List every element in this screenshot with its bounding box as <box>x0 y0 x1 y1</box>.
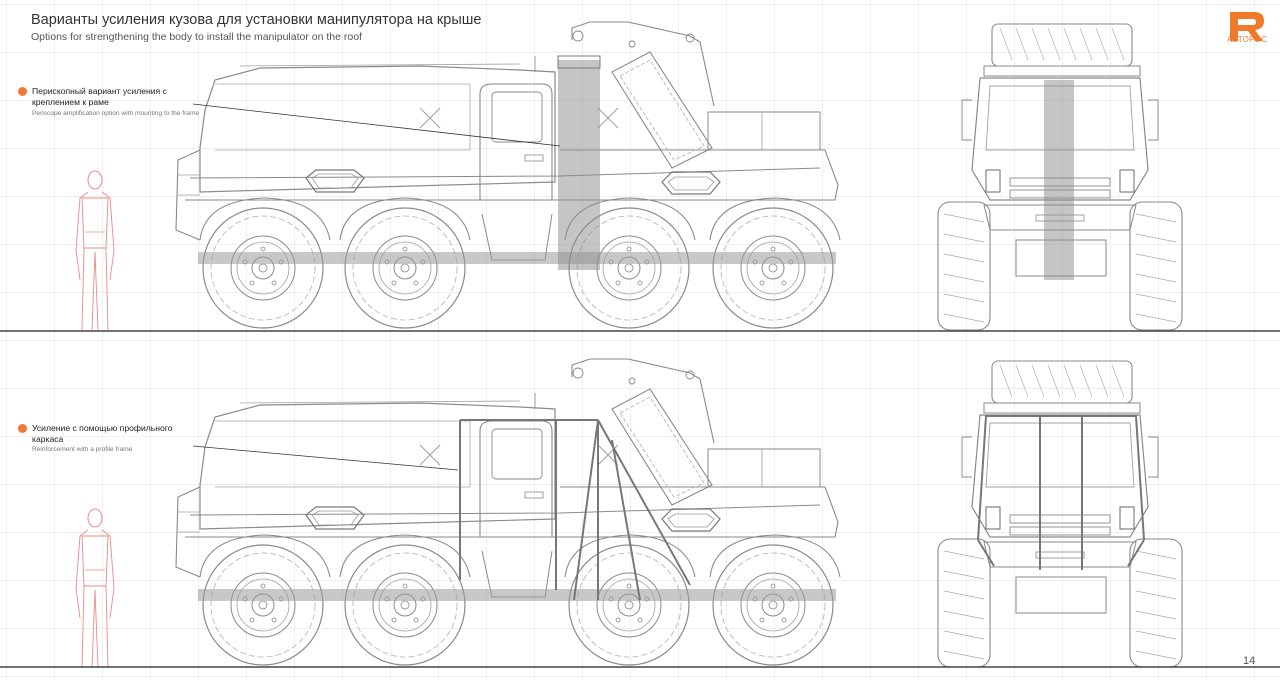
callout-label-en: Reinforcement with a profile frame <box>32 446 133 453</box>
bullet-dot <box>18 424 27 433</box>
leader-line <box>192 445 459 471</box>
side-view-periscope <box>176 22 840 328</box>
side-view-profile-frame <box>176 359 840 665</box>
callout-label-ru: Перископный вариант усиления с крепление… <box>32 86 167 107</box>
front-view-profile-frame <box>937 360 1183 668</box>
callout-label-ru: Усиление с помощью профильного каркаса <box>32 423 173 444</box>
leader-line <box>192 103 561 147</box>
r-logo-icon <box>1230 12 1264 41</box>
callout-label-en: Periscope amplification option with moun… <box>32 110 200 117</box>
logo-text: АВТОРОС <box>1227 35 1268 44</box>
bullet-dot <box>18 87 27 96</box>
page-number: 14 <box>1243 655 1256 667</box>
front-view-periscope <box>937 23 1183 331</box>
human-figure-top <box>75 170 115 331</box>
human-figure-bottom <box>75 508 115 669</box>
page-subtitle: Options for strengthening the body to in… <box>31 31 362 43</box>
page-title: Варианты усиления кузова для установки м… <box>31 12 482 28</box>
